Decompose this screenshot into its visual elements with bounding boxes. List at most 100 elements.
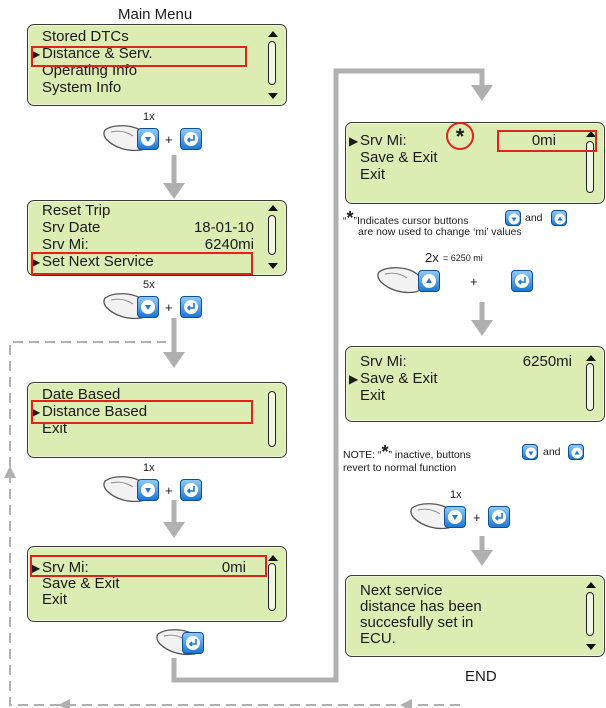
- plus-sign: +: [165, 483, 173, 498]
- lcd-screen-srv-mi-set: Srv Mi:6250mi ▶Save & Exit Exit: [345, 346, 605, 422]
- down-button-icon: [505, 210, 521, 226]
- asterisk-symbol: *: [346, 208, 354, 228]
- confirmation-line-1: Next service: [360, 582, 443, 599]
- asterisk-cursor-marker: *: [446, 122, 474, 150]
- asterisk-symbol: *: [381, 442, 389, 462]
- menu-item-exit: Exit: [360, 387, 386, 404]
- lcd-screen-srv-mi-editing: ▶Srv Mi:0mi Save & Exit Exit: [345, 122, 605, 204]
- srv-mi-value: 6240mi: [204, 236, 254, 253]
- confirmation-line-2: distance has been: [360, 598, 482, 615]
- menu-item-srv-mi: ▶Srv Mi:0mi: [31, 559, 246, 576]
- scrollbar: [266, 555, 280, 613]
- enter-button-icon: [488, 506, 510, 528]
- cursor-pointer-icon: ▶: [31, 47, 41, 61]
- highlight-selection: [31, 46, 247, 67]
- inactive-note-line1: NOTE: “*” inactive, buttons: [343, 442, 471, 462]
- scrollbar: [266, 391, 280, 449]
- menu-item-srv-mi: Srv Mi:6250mi: [360, 353, 572, 370]
- menu-item-exit: Exit: [42, 420, 68, 437]
- end-label: END: [465, 668, 497, 685]
- scroll-up-icon: [268, 205, 278, 211]
- enter-button-icon: [180, 296, 202, 318]
- scroll-up-icon: [586, 355, 596, 361]
- highlight-value: [497, 130, 597, 152]
- highlight-selection: [31, 252, 253, 275]
- dashed-loop-head-bottom-1: [58, 699, 70, 708]
- highlight-selection: [30, 555, 267, 577]
- srv-mi-value: 0mi: [531, 132, 556, 149]
- cursor-pointer-icon: ▶: [31, 255, 41, 269]
- press-count: 1x: [450, 489, 462, 501]
- highlight-selection: [31, 400, 253, 424]
- cursor-pointer-icon: ▶: [31, 561, 41, 575]
- confirmation-line-3: succesfully set in: [360, 614, 474, 631]
- up-button-icon: [568, 444, 584, 460]
- cursor-note-line2: are now used to change ‘mi’ values: [358, 226, 522, 238]
- scroll-up-icon: [586, 131, 596, 137]
- cursor-note-line1: “*”Indicates cursor buttons: [343, 208, 469, 228]
- press-count: 2x: [425, 250, 439, 265]
- down-button-icon: [137, 296, 159, 318]
- scroll-down-icon: [268, 93, 278, 99]
- menu-item-distance-serv: ▶Distance & Serv.: [31, 45, 153, 62]
- scroll-up-icon: [586, 582, 596, 588]
- scroll-up-icon: [268, 31, 278, 37]
- menu-item-exit: Exit: [360, 166, 386, 183]
- arrow-head-1: [163, 183, 185, 199]
- connector-to-right: [171, 68, 485, 683]
- cursor-pointer-icon: ▶: [349, 372, 359, 386]
- arrow-head-2: [163, 352, 185, 368]
- dashed-loop-head-left: [4, 466, 16, 478]
- enter-button-icon: [180, 479, 202, 501]
- menu-item-date-based: Date Based: [42, 386, 121, 403]
- scroll-up-icon: [268, 555, 278, 561]
- enter-button-icon: [180, 128, 202, 150]
- down-button-icon: [137, 128, 159, 150]
- menu-item-set-next-service: ▶Set Next Service: [31, 253, 154, 270]
- scrollbar: [584, 355, 598, 413]
- scroll-down-icon: [586, 644, 596, 650]
- press-count: 1x: [143, 462, 155, 474]
- menu-item-distance-based: ▶Distance Based: [31, 403, 148, 420]
- down-button-icon: [137, 479, 159, 501]
- scrollbar: [266, 205, 280, 269]
- press-count: 1x: [143, 111, 155, 123]
- enter-button-icon: [182, 632, 204, 654]
- menu-item-save-exit: ▶Save & Exit: [349, 370, 438, 387]
- scroll-down-icon: [268, 263, 278, 269]
- plus-sign: +: [473, 510, 481, 525]
- cursor-note-and: and: [525, 212, 543, 224]
- enter-button-icon: [511, 270, 533, 292]
- scrollbar: [584, 582, 598, 650]
- plus-sign: +: [470, 274, 478, 289]
- confirmation-line-4: ECU.: [360, 630, 396, 647]
- main-menu-title: Main Menu: [118, 6, 193, 23]
- srv-date-value: 18-01-10: [193, 219, 254, 236]
- inactive-note-line2: revert to normal function: [343, 462, 457, 474]
- arrow-head-5: [471, 320, 493, 336]
- lcd-screen-confirmation: Next service distance has been succesful…: [345, 575, 605, 657]
- press-result: = 6250 mi: [443, 253, 483, 263]
- srv-mi-value: 0mi: [221, 559, 246, 576]
- scrollbar: [584, 131, 598, 195]
- menu-item-srv-mi: Srv Mi:6240mi: [42, 236, 254, 253]
- dashed-loop: [9, 341, 460, 706]
- menu-item-srv-mi: ▶Srv Mi:0mi: [349, 132, 556, 149]
- menu-item-save-exit: Save & Exit: [360, 149, 438, 166]
- menu-item-system-info: System Info: [42, 79, 122, 96]
- cursor-pointer-icon: ▶: [349, 134, 359, 148]
- down-button-icon: [444, 506, 466, 528]
- dashed-loop-head-bottom-2: [400, 699, 412, 708]
- menu-item-stored-dtcs: Stored DTCs: [42, 28, 129, 45]
- arrow-head-3: [163, 522, 185, 538]
- plus-sign: +: [165, 300, 173, 315]
- srv-mi-value: 6250mi: [522, 353, 572, 370]
- menu-item-reset-trip: Reset Trip: [42, 202, 111, 219]
- lcd-screen-service-type: Date Based ▶Distance Based Exit: [27, 382, 287, 458]
- menu-item-exit: Exit: [42, 591, 68, 608]
- down-button-icon: [522, 444, 538, 460]
- up-button-icon: [551, 210, 567, 226]
